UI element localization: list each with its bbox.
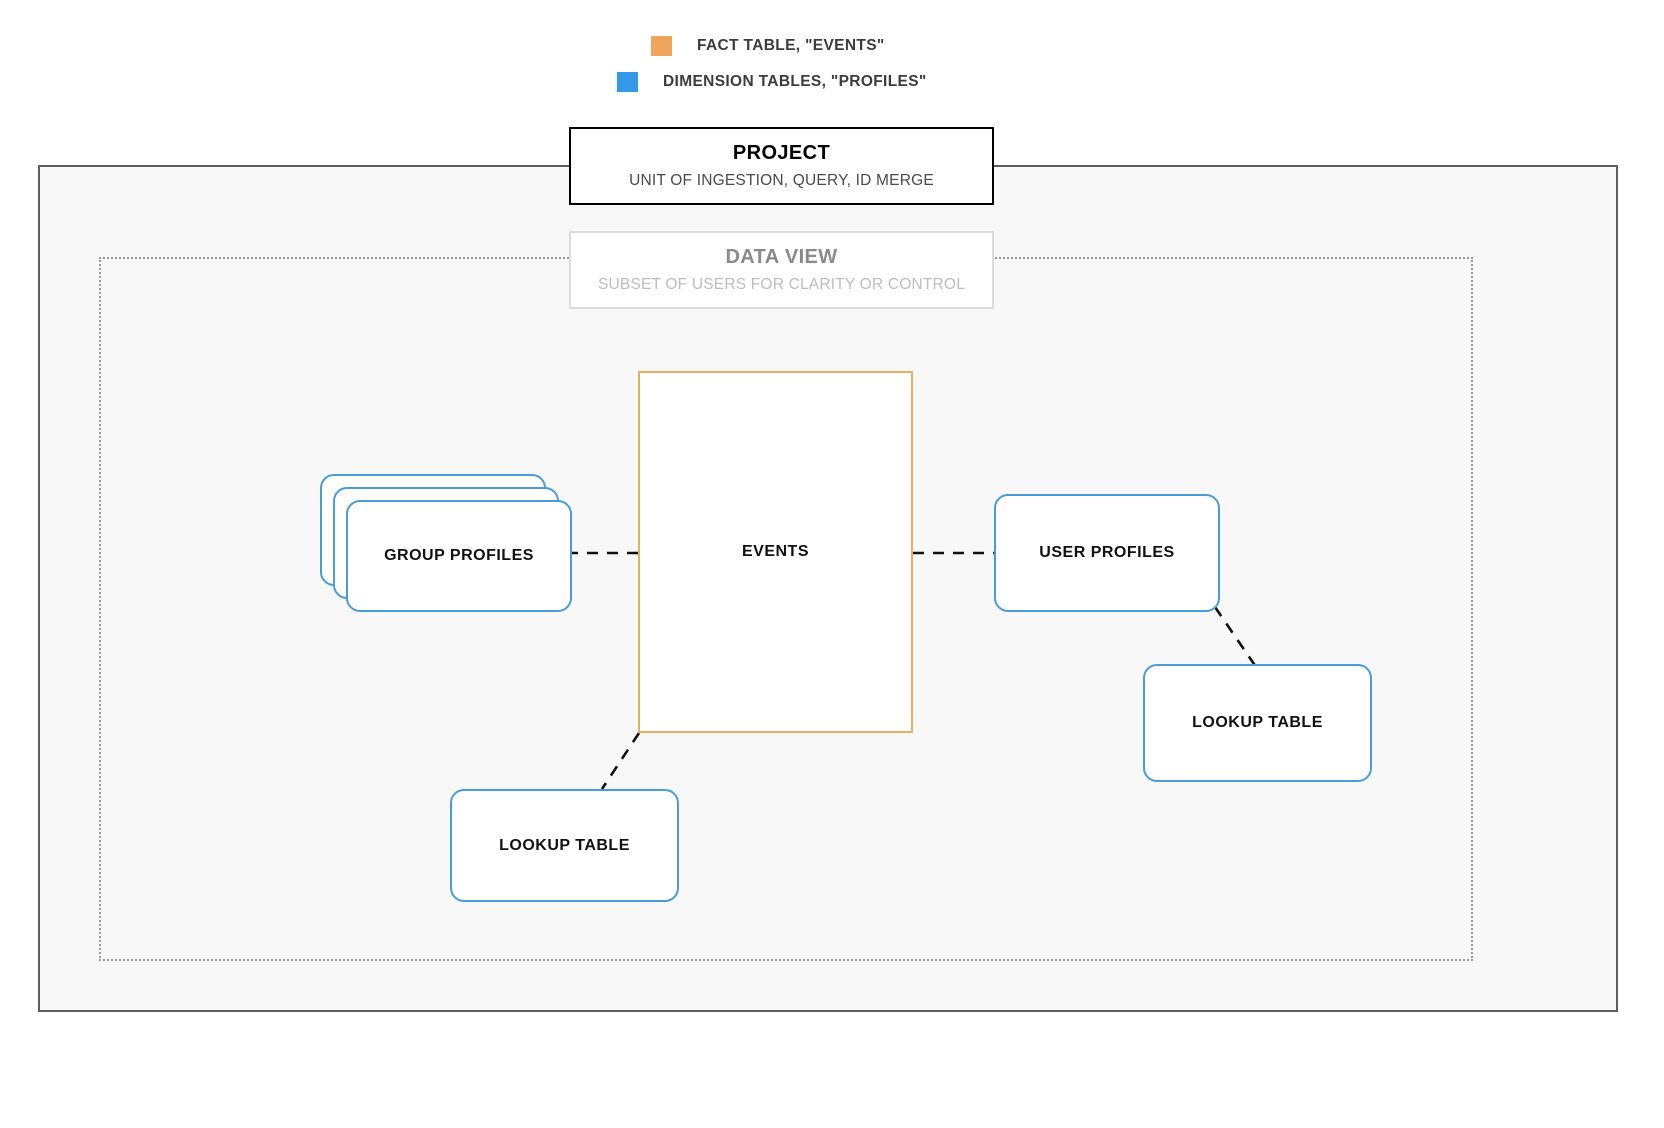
project-subtitle: UNIT OF INGESTION, QUERY, ID MERGE [629, 172, 934, 189]
node-group-profiles-label: GROUP PROFILES [384, 547, 534, 564]
data-view-label-box: DATA VIEW SUBSET OF USERS FOR CLARITY OR… [569, 231, 994, 309]
node-events[interactable]: EVENTS [638, 371, 913, 733]
legend-item-fact-table-label: FACT TABLE, "EVENTS" [697, 37, 885, 54]
project-title: PROJECT [732, 142, 831, 164]
group-profiles-stack-card-front[interactable]: GROUP PROFILES [346, 500, 572, 612]
project-label-box: PROJECT UNIT OF INGESTION, QUERY, ID MER… [569, 127, 994, 205]
legend-item-dimension-tables: DIMENSION TABLES, "PROFILES" [617, 72, 927, 92]
blue-square-swatch [617, 72, 638, 92]
node-user-profiles[interactable]: USER PROFILES [994, 494, 1220, 612]
node-events-label: EVENTS [741, 543, 809, 560]
node-lookup-table-left[interactable]: LOOKUP TABLE [450, 789, 679, 902]
node-group-profiles[interactable]: GROUP PROFILES [320, 474, 572, 612]
node-user-profiles-label: USER PROFILES [1039, 544, 1175, 561]
node-lookup-table-left-label: LOOKUP TABLE [499, 836, 630, 854]
legend-item-dimension-tables-label: DIMENSION TABLES, "PROFILES" [663, 73, 927, 90]
legend-item-fact-table: FACT TABLE, "EVENTS" [651, 36, 885, 56]
data-view-title: DATA VIEW [725, 246, 838, 268]
data-view-subtitle: SUBSET OF USERS FOR CLARITY OR CONTROL [597, 276, 966, 293]
orange-square-swatch [651, 36, 672, 56]
node-lookup-table-right[interactable]: LOOKUP TABLE [1143, 664, 1372, 782]
node-lookup-table-right-label: LOOKUP TABLE [1192, 714, 1323, 731]
